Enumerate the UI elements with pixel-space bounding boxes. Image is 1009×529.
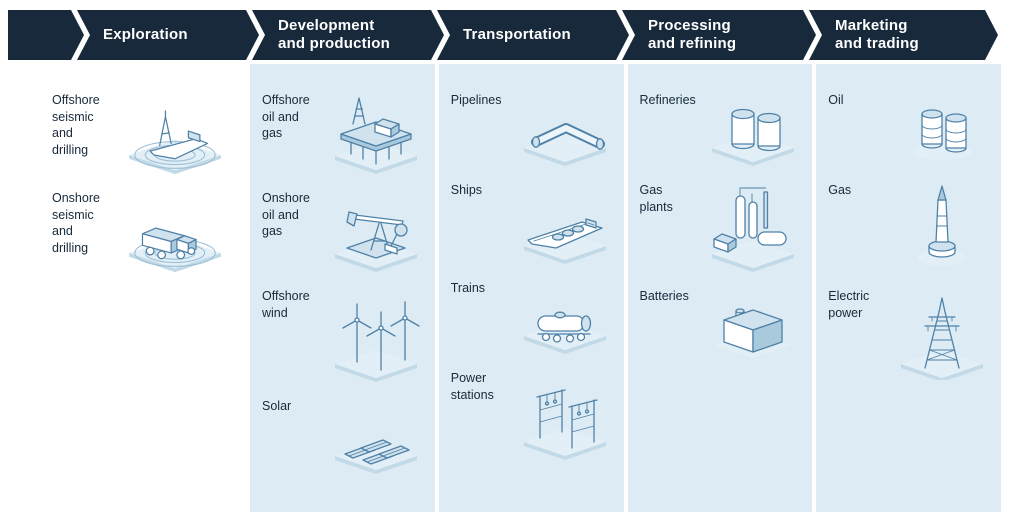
list-item: Pipelines xyxy=(451,88,620,168)
value-chain-header: Exploration Development and production T… xyxy=(8,10,1001,60)
columns: Offshore seismic and drilling Ons xyxy=(8,64,1001,512)
item-label: Pipelines xyxy=(450,93,502,107)
train-tankcar-icon xyxy=(510,276,620,356)
header-segment-label: Transportation xyxy=(463,26,571,44)
power-stations-icon xyxy=(510,366,620,462)
list-item: Onshore oil and gas xyxy=(262,186,431,274)
list-item: Ships xyxy=(451,178,620,266)
item-label: Electric power xyxy=(828,289,870,320)
onshore-oil-gas-pumpjack-icon xyxy=(321,186,431,274)
gas-flare-icon xyxy=(887,178,997,274)
header-segment-label: Marketing and trading xyxy=(835,17,919,52)
item-label: Oil xyxy=(828,93,844,107)
item-label: Onshore oil and gas xyxy=(262,191,310,238)
electricity-pylon-icon xyxy=(887,284,997,380)
column-transportation: Pipelines Ships xyxy=(438,64,624,512)
header-segment-label: Development and production xyxy=(278,17,390,52)
list-item: Offshore wind xyxy=(262,284,431,384)
onshore-seismic-truck-icon xyxy=(108,186,242,274)
list-item: Refineries xyxy=(640,88,809,168)
item-label: Power stations xyxy=(450,371,494,402)
header-segment-label: Processing and refining xyxy=(648,17,737,52)
column-processing-and-refining: Refineries Gas plants xyxy=(627,64,813,512)
list-item: Offshore seismic and drilling xyxy=(52,88,242,176)
header-segment-label: Exploration xyxy=(103,26,188,44)
oil-barrels-icon xyxy=(887,88,997,168)
pipelines-icon xyxy=(510,88,620,168)
list-item: Gas plants xyxy=(640,178,809,274)
offshore-seismic-ship-icon xyxy=(108,88,242,176)
energy-value-chain-diagram: Exploration Development and production T… xyxy=(0,10,1009,512)
battery-icon xyxy=(698,284,808,364)
item-label: Offshore wind xyxy=(262,289,310,320)
gas-plant-icon xyxy=(698,178,808,274)
item-label: Trains xyxy=(450,281,486,295)
item-label: Refineries xyxy=(639,93,696,107)
list-item: Batteries xyxy=(640,284,809,364)
item-label: Solar xyxy=(262,399,292,413)
list-item: Trains xyxy=(451,276,620,356)
item-label: Ships xyxy=(450,183,483,197)
item-label: Gas plants xyxy=(639,183,673,214)
list-item: Gas xyxy=(828,178,997,274)
list-item: Solar xyxy=(262,394,431,474)
offshore-oil-gas-platform-icon xyxy=(321,88,431,176)
solar-panels-icon xyxy=(321,394,431,474)
header-segment-marketing-and-trading: Marketing and trading xyxy=(809,10,998,60)
item-label: Offshore oil and gas xyxy=(262,93,310,140)
list-item: Onshore seismic and drilling xyxy=(52,186,242,274)
column-marketing-and-trading: Oil Gas xyxy=(816,64,1001,512)
header-segment-transportation: Transportation xyxy=(437,10,629,60)
ship-tanker-icon xyxy=(510,178,620,266)
item-label: Onshore seismic and drilling xyxy=(52,191,100,255)
column-development-and-production: Offshore oil and gas xyxy=(250,64,435,512)
header-segment-development-and-production: Development and production xyxy=(252,10,444,60)
header-segment-processing-and-refining: Processing and refining xyxy=(622,10,816,60)
item-label: Batteries xyxy=(639,289,689,303)
item-label: Offshore seismic and drilling xyxy=(52,93,100,157)
list-item: Power stations xyxy=(451,366,620,462)
header-lead-arrow xyxy=(8,10,84,60)
offshore-wind-turbines-icon xyxy=(321,284,431,384)
refinery-tanks-icon xyxy=(698,88,808,168)
list-item: Oil xyxy=(828,88,997,168)
list-item: Offshore oil and gas xyxy=(262,88,431,176)
column-exploration: Offshore seismic and drilling Ons xyxy=(8,64,246,512)
item-label: Gas xyxy=(828,183,852,197)
header-segment-exploration: Exploration xyxy=(77,10,259,60)
list-item: Electric power xyxy=(828,284,997,380)
